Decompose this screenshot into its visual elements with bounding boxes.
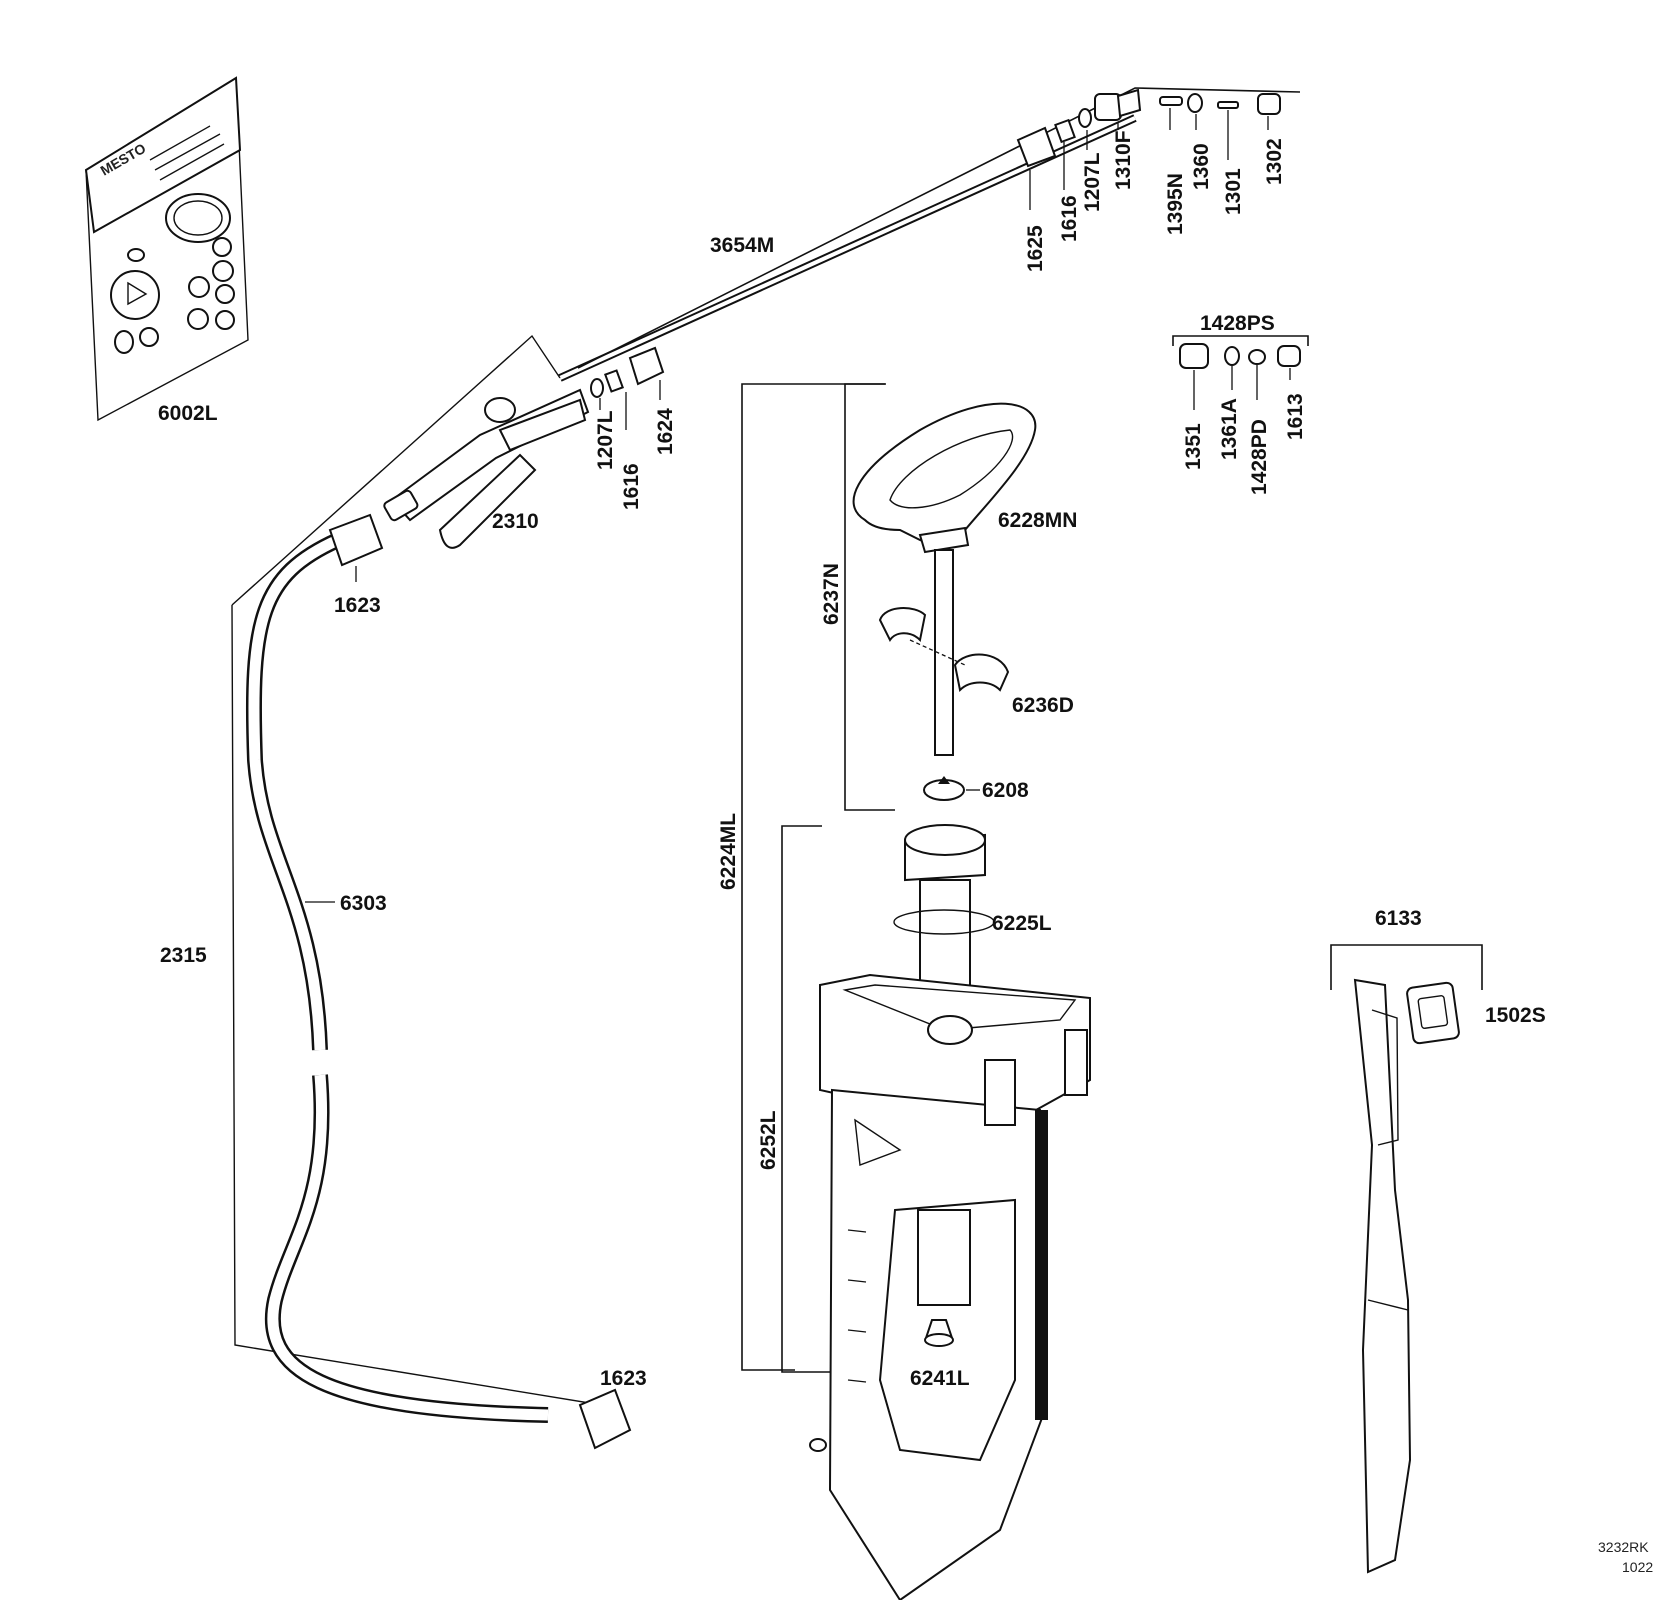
label-2315: 2315	[160, 944, 207, 967]
nozzle-set-1428PS: 1428PS 1351 1361A 1428PD 1613	[1172, 312, 1309, 495]
label-1616-upper: 1616	[1058, 195, 1081, 242]
handle-valve-2310: 2310	[231, 334, 590, 606]
lance-3654M: 3654M	[558, 87, 1301, 382]
label-1361A: 1361A	[1218, 398, 1241, 460]
label-6241L: 6241L	[910, 1367, 970, 1390]
label-1502S: 1502S	[1485, 1004, 1546, 1027]
strap-6133: 6133 1502S	[1330, 907, 1546, 1574]
label-1310F: 1310F	[1112, 130, 1135, 190]
valve-6241L: 6241L	[910, 1319, 970, 1390]
label-6224ML: 6224ML	[717, 813, 740, 890]
label-1616-lower: 1616	[620, 463, 643, 510]
lance-connector-lower: 1207L 1616 1624	[590, 346, 677, 510]
label-3654M: 3654M	[710, 234, 774, 257]
label-6225L: 6225L	[992, 912, 1052, 935]
pump-handle-6228MN: 6228MN	[852, 402, 1077, 756]
label-1613: 1613	[1284, 393, 1307, 440]
label-1623-bottom: 1623	[600, 1367, 647, 1390]
label-6237N: 6237N	[820, 563, 843, 625]
pump-assembly-brackets: 6224ML 6237N 6252L	[717, 383, 895, 1373]
label-1301: 1301	[1222, 168, 1245, 215]
label-6002L: 6002L	[158, 402, 218, 425]
label-6252L: 6252L	[757, 1110, 780, 1170]
label-1207L-lower: 1207L	[594, 410, 617, 470]
label-1624: 1624	[654, 408, 677, 455]
label-2310: 2310	[492, 510, 539, 533]
label-1623-top: 1623	[334, 594, 381, 617]
label-6303: 6303	[340, 892, 387, 915]
tank-body-6252L	[809, 973, 1091, 1600]
label-1302: 1302	[1263, 138, 1286, 185]
label-1360: 1360	[1190, 143, 1213, 190]
clips-6236D: 6236D	[878, 607, 1074, 717]
label-6208: 6208	[982, 779, 1029, 802]
label-1351: 1351	[1182, 423, 1205, 470]
label-1428PS: 1428PS	[1200, 312, 1275, 335]
label-1395N: 1395N	[1164, 173, 1187, 235]
label-1428PD: 1428PD	[1248, 419, 1271, 495]
drawing-code: 3232RK	[1598, 1539, 1649, 1555]
drawing-date: 1022	[1622, 1559, 1653, 1575]
label-6236D: 6236D	[1012, 694, 1074, 717]
label-6133: 6133	[1375, 907, 1422, 930]
label-1625: 1625	[1024, 225, 1047, 272]
valve-6208: 6208	[923, 776, 1029, 802]
hose-assembly-2315: 1623 6303 2315 1623	[160, 513, 647, 1450]
spare-parts-card-6002L: MESTO 6002L	[84, 76, 249, 425]
nozzle-parts: 1625 1616 1207L 1310F 1395N 1360 1301 13…	[1016, 88, 1286, 272]
label-1207L-upper: 1207L	[1081, 152, 1104, 212]
label-6228MN: 6228MN	[998, 509, 1077, 532]
